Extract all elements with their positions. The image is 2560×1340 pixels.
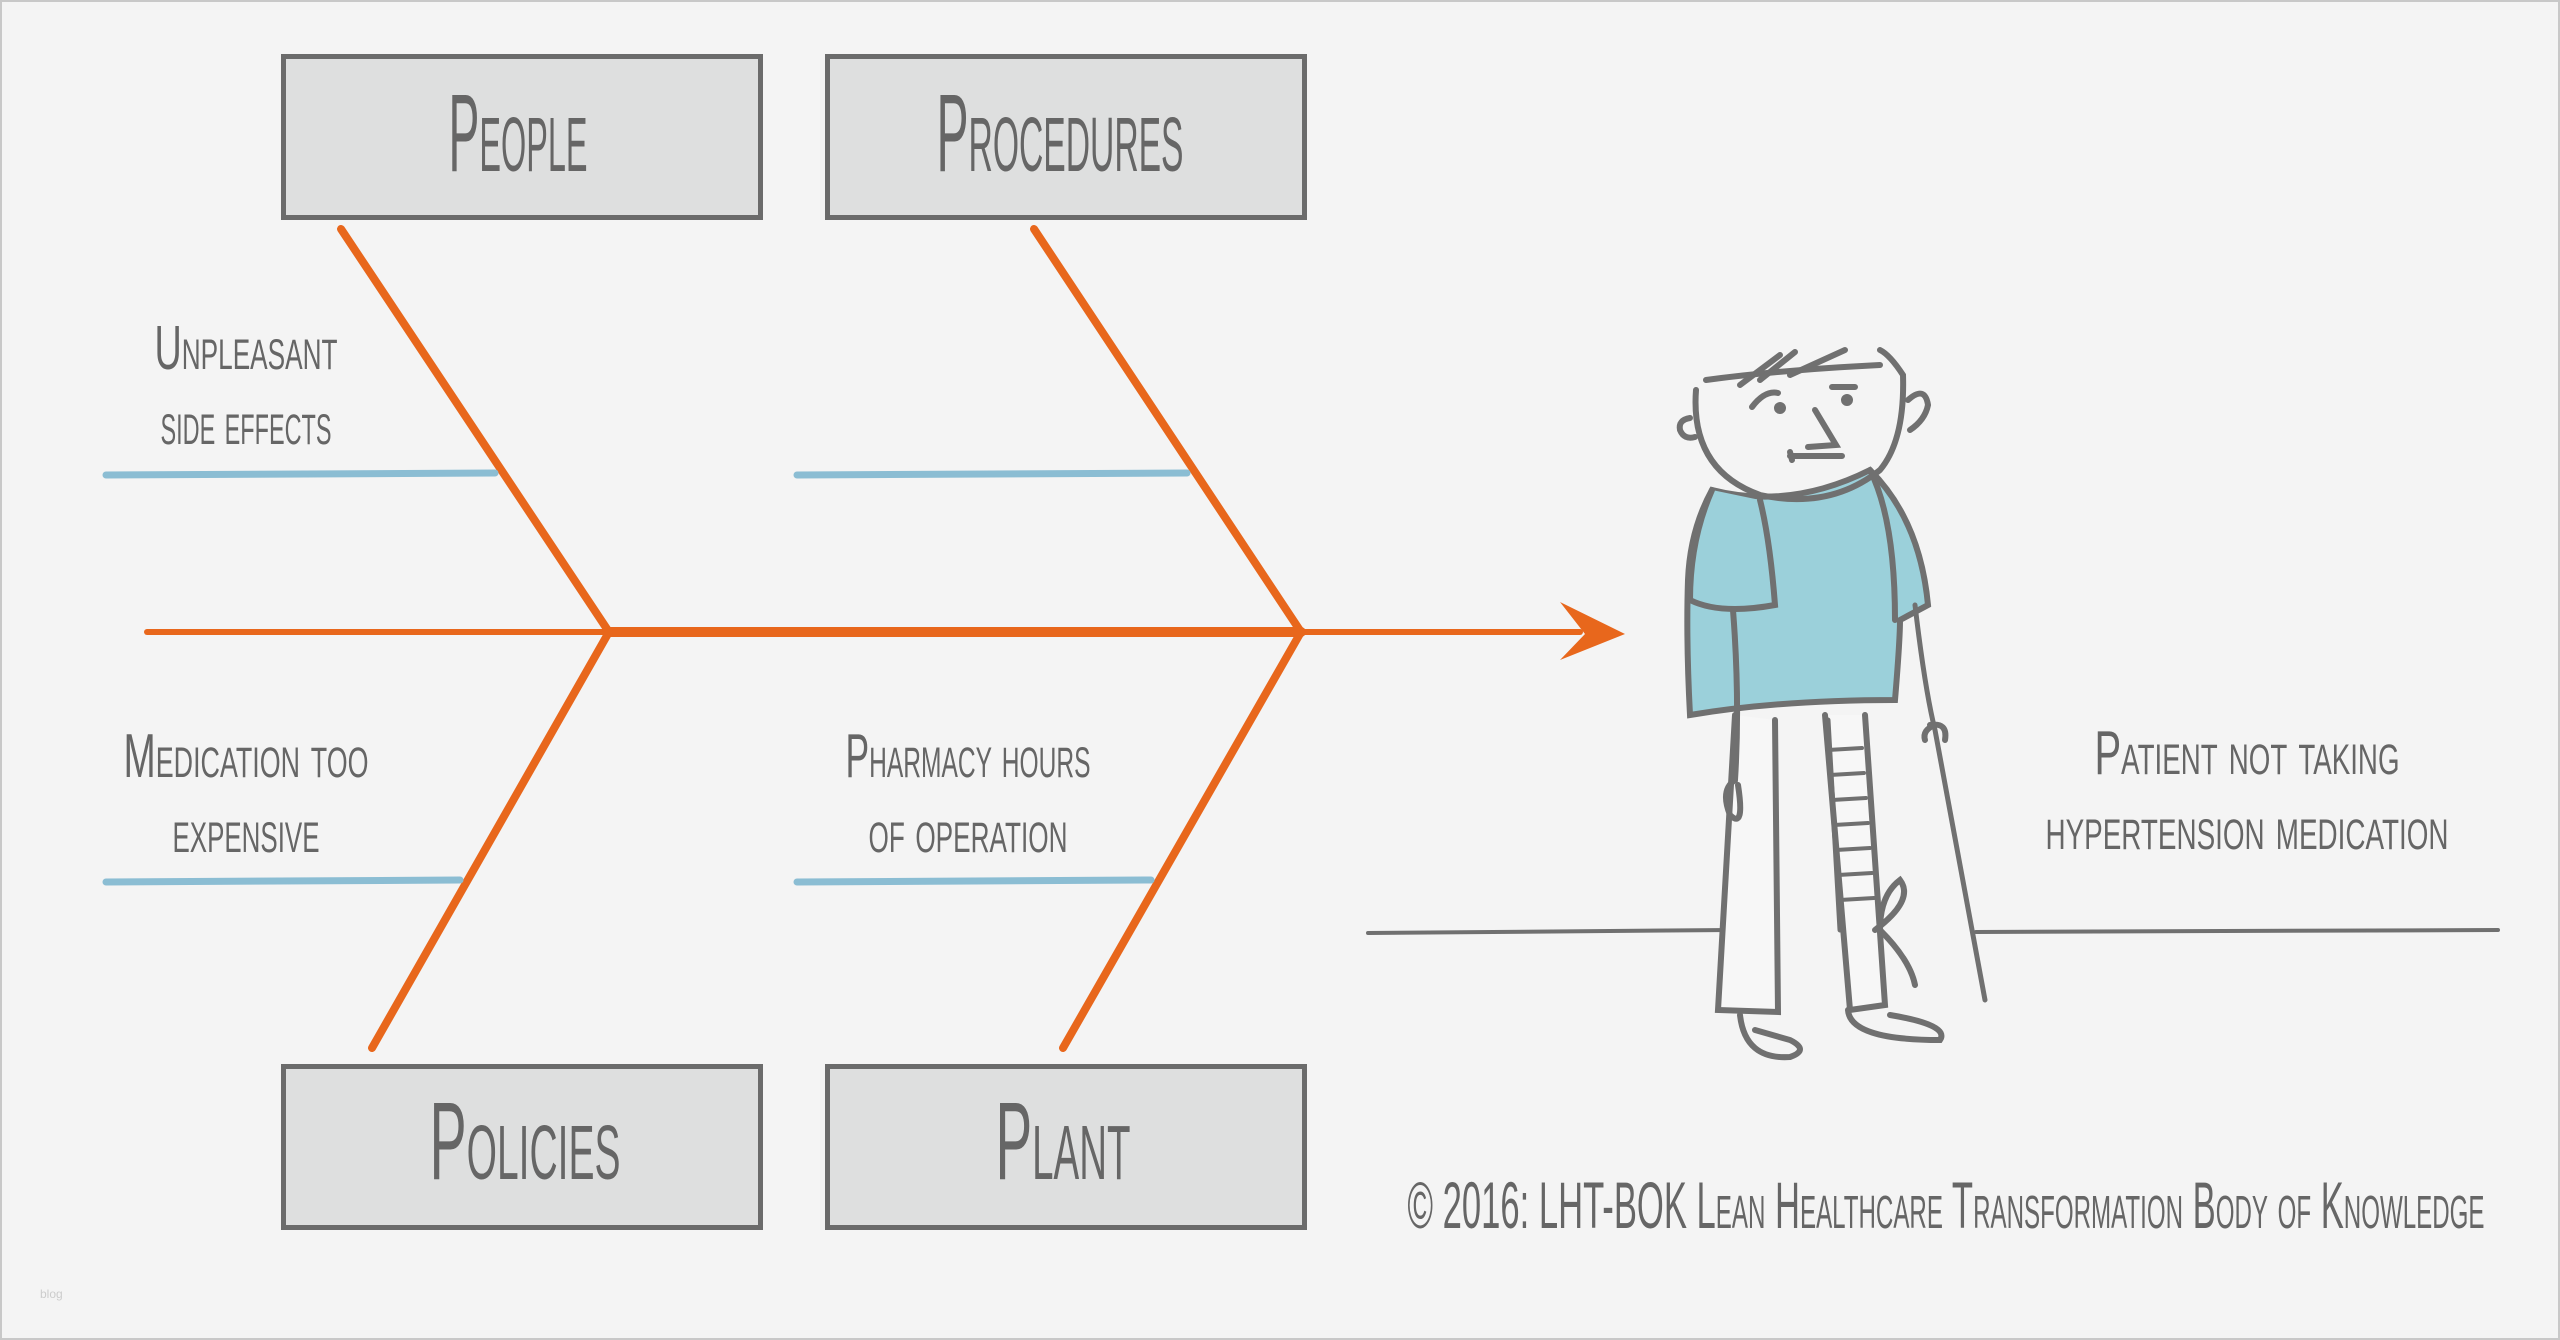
- cause-policies-line2: expensive: [173, 797, 320, 866]
- bone-people: [337, 225, 613, 636]
- category-label-policies: Policies: [430, 1080, 621, 1203]
- cause-people-line1: Unpleasant: [155, 314, 338, 383]
- category-label-procedures: Procedures: [937, 72, 1184, 195]
- bone-policies: [368, 628, 613, 1052]
- category-box-plant: [825, 1064, 1307, 1230]
- cause-policies-line1: Medication too: [124, 722, 369, 791]
- ground-line-right: [1974, 928, 2500, 934]
- patient-figure-icon: [1676, 347, 1988, 1061]
- copyright-notice: © 2016: LHT-BOK Lean Healthcare Transfor…: [1408, 1168, 2485, 1242]
- watermark: blog: [40, 1287, 63, 1301]
- category-box-procedures: [825, 54, 1307, 220]
- ground-line-left: [1366, 928, 1733, 935]
- cause-line-people: [102, 469, 499, 479]
- bone-procedures: [1030, 225, 1305, 636]
- effect-line1: Patient not taking: [2095, 719, 2400, 788]
- category-label-plant: Plant: [996, 1080, 1131, 1203]
- cause-line-plant: [793, 876, 1155, 886]
- category-label-people: People: [449, 72, 588, 195]
- cause-plant-line2: of operation: [869, 797, 1068, 866]
- bone-plant: [1059, 628, 1305, 1052]
- cause-line-policies: [102, 876, 464, 886]
- arrowhead-icon: [1560, 602, 1625, 660]
- cause-plant-line1: Pharmacy hours: [846, 722, 1091, 791]
- category-box-people: [281, 54, 763, 220]
- effect-line2: hypertension medication: [2046, 794, 2449, 863]
- category-box-policies: [281, 1064, 763, 1230]
- cause-people-line2: side effects: [161, 389, 332, 458]
- cause-line-procedures: [793, 469, 1191, 479]
